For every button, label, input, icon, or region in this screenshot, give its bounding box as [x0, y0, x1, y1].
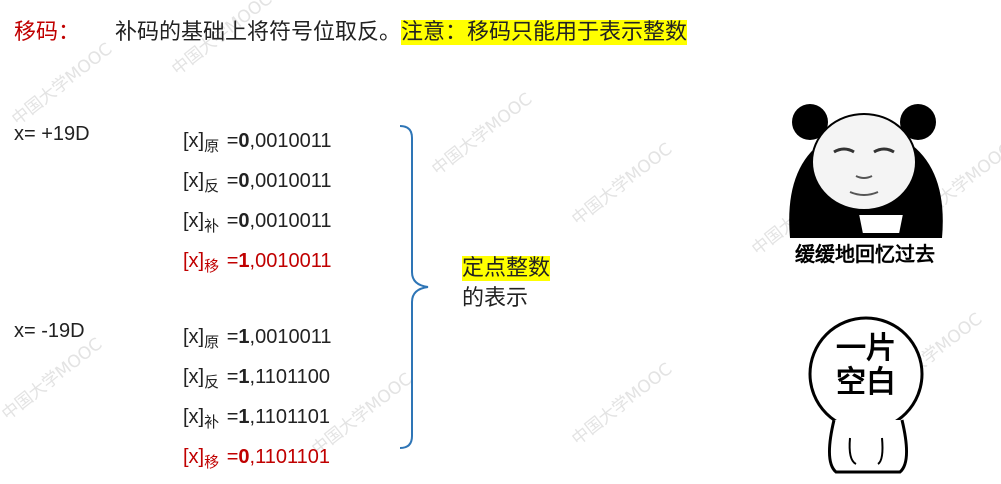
- header-label: 移码: [14, 20, 59, 45]
- blank-mind-meme: 一片 空白: [800, 312, 936, 480]
- code-row-twos-complement: [x]补 =0,0010011: [183, 210, 332, 235]
- panda-meme: 缓缓地回忆过去: [770, 88, 960, 278]
- blank-mind-text: 一片 空白: [836, 331, 896, 400]
- brace-label: 定点整数 的表示: [462, 254, 551, 314]
- code-row-ones-complement: [x]反 =0,0010011: [183, 170, 332, 195]
- code-row-ones-complement: [x]反 =1,1101100: [183, 366, 330, 391]
- brace-label-line2: 的表示: [462, 286, 529, 311]
- header-colon: ：: [58, 20, 81, 45]
- watermark: 中国大学MOOC: [568, 359, 677, 450]
- header-note: 注意：移码只能用于表示整数: [401, 20, 688, 45]
- code-row-twos-complement: [x]补 =1,1101101: [183, 406, 330, 431]
- code-row-excess: [x]移 =0,1101101: [183, 446, 330, 471]
- watermark: 中国大学MOOC: [8, 39, 117, 130]
- brace-label-highlight: 定点整数: [462, 256, 551, 281]
- code-row-excess: [x]移 =1,0010011: [183, 250, 332, 275]
- panda-icon: [789, 104, 943, 238]
- header-desc: 补码的基础上将符号位取反。: [115, 20, 402, 45]
- blank-face-icon: [808, 316, 924, 474]
- x-negative-label: x= -19D: [14, 320, 85, 342]
- header-line: 移码： 补码的基础上将符号位取反。注意：移码只能用于表示整数: [14, 18, 688, 48]
- negative-code-list: [x]原 =1,0010011 [x]反 =1,1101100 [x]补 =1,…: [183, 318, 331, 478]
- watermark: 中国大学MOOC: [568, 139, 677, 230]
- positive-code-list: [x]原 =0,0010011 [x]反 =0,0010011 [x]补 =0,…: [183, 122, 331, 282]
- panda-caption: 缓缓地回忆过去: [795, 242, 935, 266]
- code-row-original: [x]原 =1,0010011: [183, 326, 332, 351]
- watermark: 中国大学MOOC: [0, 334, 107, 425]
- x-positive-label: x= +19D: [14, 123, 90, 145]
- code-row-original: [x]原 =0,0010011: [183, 130, 332, 155]
- right-brace-icon: [399, 125, 429, 449]
